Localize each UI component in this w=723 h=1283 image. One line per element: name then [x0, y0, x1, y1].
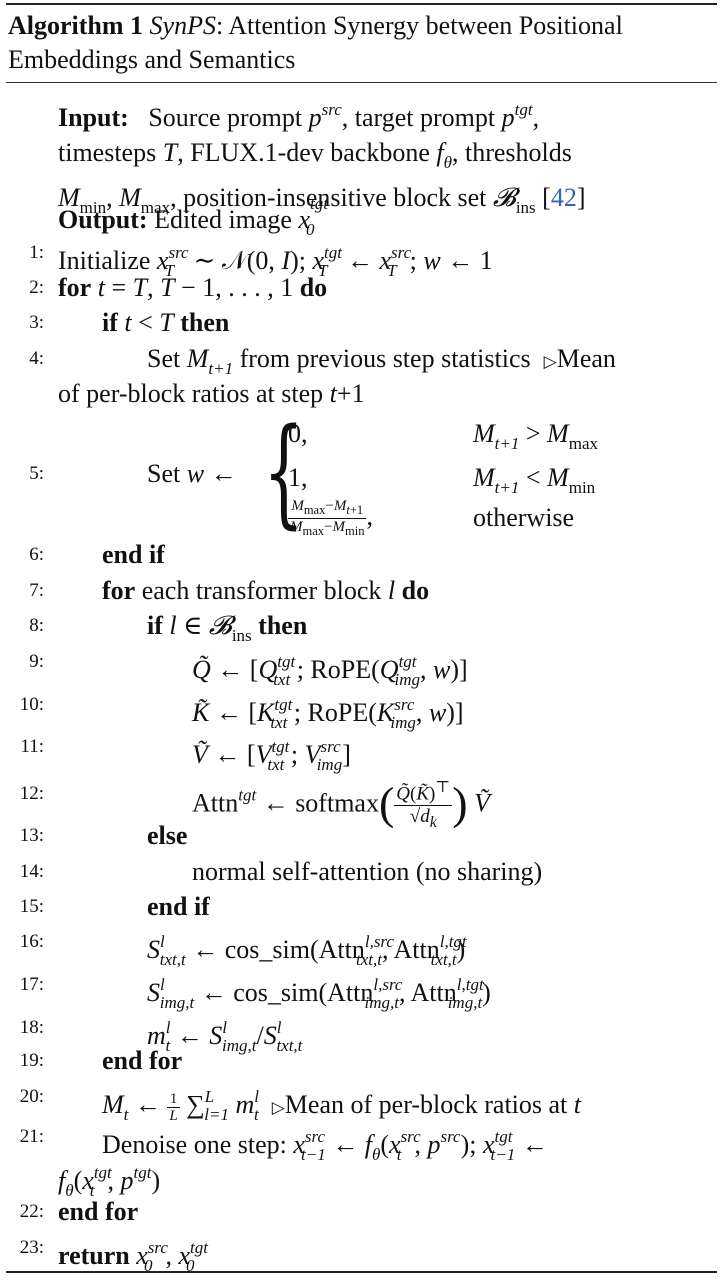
line-number: 16: — [19, 931, 44, 952]
line-number: 10: — [19, 694, 44, 715]
input-block: Input: Source prompt psrc, target prompt… — [58, 100, 586, 217]
input-label: Input: — [58, 103, 129, 132]
line-number: 11: — [20, 736, 44, 757]
comment-text: of per-block ratios at step — [58, 379, 324, 408]
input-text: timesteps — [58, 138, 157, 167]
output-block: Output: Edited image xtgt0 — [58, 194, 328, 239]
line-text: Set — [147, 344, 181, 373]
line-number: 20: — [19, 1086, 44, 1107]
output-label: Output: — [58, 205, 148, 234]
line-number: 4: — [29, 348, 44, 369]
rope-fn: RoPE — [310, 655, 372, 684]
bottom-rule — [6, 1271, 717, 1273]
softmax-fn: softmax — [295, 788, 379, 818]
rope-fn: RoPE — [307, 698, 369, 727]
line-text: from previous step statistics — [239, 344, 531, 373]
line-number: 1: — [29, 242, 44, 263]
line-number: 6: — [29, 544, 44, 565]
keyword: end for — [102, 1046, 183, 1075]
line-number: 22: — [19, 1201, 44, 1222]
algorithm-caption: Algorithm 1 SynPS: Attention Synergy bet… — [8, 9, 714, 77]
line-number: 2: — [29, 277, 44, 298]
line-number: 21: — [19, 1126, 44, 1147]
keyword: end for — [58, 1197, 139, 1226]
line-text: normal self-attention (no sharing) — [192, 857, 543, 886]
top-rule — [6, 3, 717, 5]
keyword: do — [299, 273, 328, 302]
algorithm-title: : Attention Synergy between Positional E… — [8, 11, 623, 74]
triangle-right-icon: ▷ — [543, 352, 557, 371]
keyword: for — [102, 576, 136, 605]
citation-link[interactable]: 42 — [550, 183, 577, 212]
line-number: 23: — [19, 1237, 44, 1258]
comment-text: Mean — [556, 344, 616, 373]
line-number: 13: — [19, 825, 44, 846]
line-text: Initialize — [58, 246, 151, 275]
line-text: Denoise one step: — [102, 1130, 287, 1159]
cos-sim-fn: cos_sim — [224, 935, 310, 964]
brace-symbol: { — [263, 402, 305, 540]
keyword: if — [147, 611, 163, 640]
line-number: 5: — [29, 463, 44, 484]
keyword: do — [401, 576, 430, 605]
keyword: return — [58, 1241, 130, 1270]
line-number: 14: — [19, 861, 44, 882]
line-text: each transformer block — [141, 576, 382, 605]
input-text: Source prompt — [148, 103, 303, 132]
line-number: 8: — [29, 615, 44, 636]
line-number: 9: — [29, 651, 44, 672]
input-text: , position-insensitive block set — [170, 183, 487, 212]
input-text: , FLUX.1-dev backbone — [177, 138, 430, 167]
keyword: end if — [147, 892, 210, 921]
line-text: Set — [147, 459, 181, 488]
keyword: for — [58, 273, 92, 302]
keyword: if — [102, 308, 118, 337]
otherwise-text: otherwise — [473, 503, 575, 532]
attn-fn: Attn — [327, 978, 374, 1007]
line-number: 17: — [19, 974, 44, 995]
caption-rule — [6, 82, 717, 83]
input-text: , thresholds — [452, 138, 572, 167]
attn-fn: Attn — [318, 935, 365, 964]
comment-text: Mean of per-block ratios at — [284, 1090, 568, 1119]
algorithm-label: Algorithm 1 — [8, 11, 144, 40]
attn-fn: Attn — [192, 788, 239, 818]
line-number: 18: — [19, 1017, 44, 1038]
cos-sim-fn: cos_sim — [233, 978, 319, 1007]
output-text: Edited image — [154, 205, 292, 234]
line-number: 12: — [19, 783, 44, 804]
keyword: end if — [102, 540, 165, 569]
keyword: then — [258, 611, 308, 640]
line-number: 7: — [29, 580, 44, 601]
keyword: then — [180, 308, 230, 337]
line-number: 3: — [29, 312, 44, 333]
algorithm-name: SynPS — [149, 11, 216, 40]
input-text: , target prompt — [341, 103, 496, 132]
line-number: 15: — [19, 896, 44, 917]
triangle-right-icon: ▷ — [271, 1098, 285, 1117]
keyword: else — [147, 821, 188, 850]
weight-cases: { 0, Mt+1 > Mmax 1, Mt+1 < Mmin Mmax−Mt+… — [263, 402, 598, 540]
line-number: 19: — [19, 1050, 44, 1071]
